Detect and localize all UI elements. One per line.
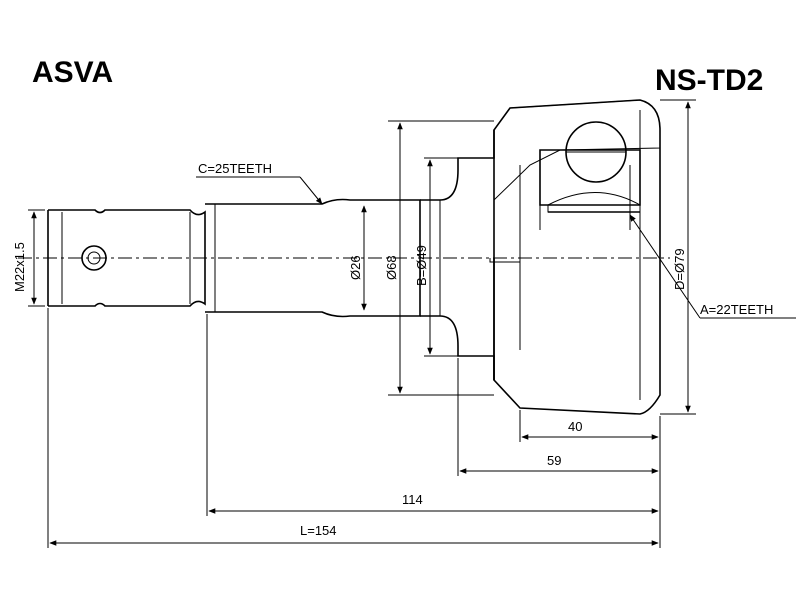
cotter-hole — [81, 245, 107, 271]
outer-housing — [489, 99, 661, 415]
dim-bell-diameter: B=Ø49 — [414, 157, 458, 357]
ball-cage — [539, 121, 641, 213]
dim-114: 114 — [206, 314, 661, 516]
total-length-label: L=154 — [300, 523, 337, 538]
spline-shaft-callout-label: C=25TEETH — [198, 161, 272, 176]
spline-housing-callout-label: A=22TEETH — [700, 302, 773, 317]
housing-diameter-label: D=Ø79 — [672, 248, 687, 290]
part-number-label: NS-TD2 — [655, 64, 763, 97]
shaft-neck — [420, 130, 495, 380]
brand-label: ASVA — [32, 56, 113, 89]
dim-40: 40 — [519, 410, 661, 442]
dim-thread: M22x1.5 — [12, 209, 45, 307]
dim-total-length: L=154 — [47, 308, 661, 548]
dim-40-label: 40 — [568, 419, 582, 434]
dim-59-label: 59 — [547, 453, 561, 468]
threaded-stub — [47, 209, 206, 307]
dim-shaft-diameter: Ø26 — [348, 205, 367, 311]
dim-housing-diameter: D=Ø79 — [660, 99, 696, 415]
shaft-diameter-label: Ø26 — [348, 255, 363, 280]
dim-114-label: 114 — [402, 492, 423, 507]
dim-body-diameter: Ø68 — [384, 120, 494, 396]
thread-dim-label: M22x1.5 — [12, 242, 27, 292]
body-diameter-label: Ø68 — [384, 255, 399, 280]
dim-59: 59 — [457, 358, 661, 476]
bell-diameter-label: B=Ø49 — [414, 245, 429, 286]
callout-spline-shaft: C=25TEETH — [196, 161, 323, 205]
spline-shaft — [205, 198, 421, 318]
callout-spline-housing: A=22TEETH — [629, 214, 796, 319]
